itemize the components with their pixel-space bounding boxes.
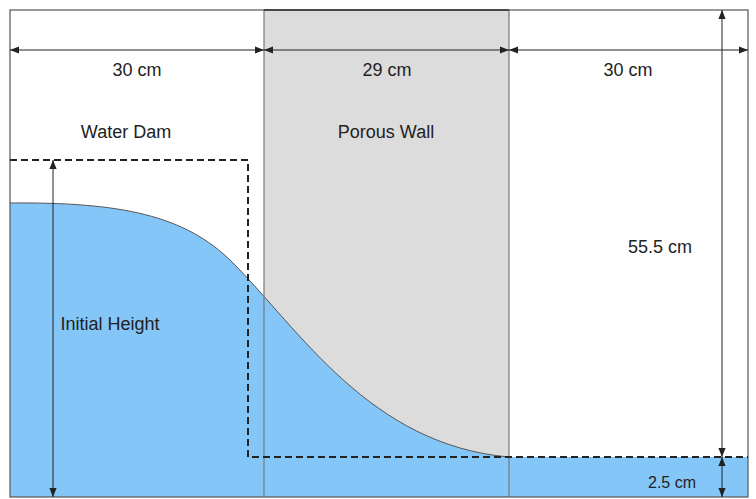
water-body [10,203,748,497]
dimension-line [722,10,723,457]
region-label: Initial Height [60,315,159,335]
dimension-line [509,50,748,51]
dimension-label: 2.5 cm [648,474,696,492]
dimension-line [722,457,723,497]
dimension-label: 30 cm [603,61,652,81]
porous-wall: Porous Wall [264,10,509,497]
dimension-line [10,50,264,51]
dimension-label: 29 cm [362,61,411,81]
dimension-label: 30 cm [112,61,161,81]
wall-edge [508,10,509,497]
dimension-line [264,50,509,51]
dimension-line [53,160,54,497]
wall-edge [263,10,264,497]
tank-outline [10,10,748,497]
dimension-label: 55.5 cm [628,238,692,258]
water-surface [10,203,509,457]
region-label: Porous Wall [338,123,434,143]
region-label: Water Dam [81,123,171,143]
initial-dam-outline [10,160,748,457]
